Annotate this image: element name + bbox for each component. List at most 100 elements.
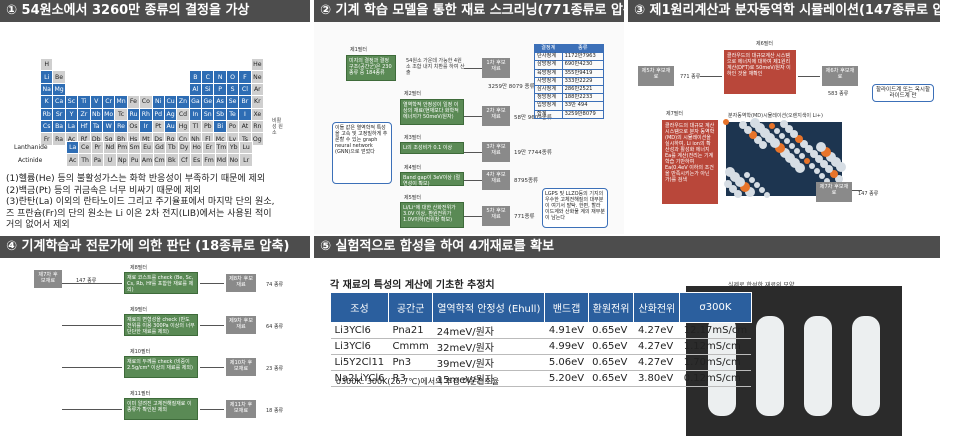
table-cell: 286만2521 (561, 85, 605, 95)
element-cell: H (39, 57, 54, 72)
atom (794, 148, 800, 154)
element-cell: S (225, 82, 240, 97)
gnn-note: 이들 값은 열역학적 특성을 고속 및 고정밀하게 추론할 수 있는 graph… (332, 122, 392, 184)
arrow (200, 283, 224, 284)
element-cell: Fm (202, 153, 216, 167)
element-cell: Fr (39, 132, 54, 146)
element-cell: Pa (90, 153, 105, 167)
element-cell: Ni (151, 95, 165, 109)
table-cell: 32meV/원자 (432, 338, 545, 355)
filter-7-box: 클라우드의 대규모 계산 시스템으로 분자 동역학(MD)의 시뮬레이션을 실시… (662, 120, 718, 204)
element-cell: Ca (52, 95, 66, 109)
table-cell: Pna21 (388, 322, 433, 339)
element-cell: Cr (101, 95, 116, 109)
atom (820, 160, 828, 168)
atom (729, 185, 737, 193)
table-cell: 합계 (534, 109, 563, 119)
filter-title: 제11필터 (130, 391, 151, 397)
arrow (700, 76, 722, 77)
header-panel-2: ② 기계 학습 모델을 통한 재료 스크리닝(771종류로 압축) (314, 0, 641, 22)
header-panel-5: ⑤ 실험적으로 합성을 하여 4개재료를 확보 (314, 236, 940, 258)
table-cell: 188만2233 (561, 93, 605, 103)
stage-2-box: 2차 후보재료 (482, 106, 510, 126)
atom (774, 128, 780, 134)
count-771: 771 종류 (680, 74, 701, 80)
element-cell: Sb (213, 107, 227, 121)
column-header: 조성 (329, 292, 390, 323)
arrow (464, 216, 482, 217)
stage-4-count: 8795종류 (514, 178, 539, 184)
atom (799, 153, 805, 159)
element-cell: Hf (77, 119, 91, 134)
filter-1-title: 제1필터 (350, 47, 367, 53)
stage-3-box: 3차 후보재료 (482, 142, 510, 162)
element-cell: Sn (201, 107, 215, 121)
table-cell: 1172만7963 (561, 52, 605, 62)
table-cell: 4.27eV (633, 354, 680, 371)
arrow (62, 283, 122, 284)
stage-count: 18 종류 (266, 408, 284, 414)
element-cell: Rn (250, 119, 265, 134)
element-cell: Np (115, 153, 129, 167)
table-cell: Li3YCl6 (330, 338, 389, 355)
element-cell: Rh (139, 107, 153, 121)
table-cell: 5.06eV (544, 354, 589, 371)
element-cell: Pt (151, 119, 165, 134)
table-cell: Pn3 (388, 354, 433, 371)
filter-2-box: 열역학적 안정성이 일정 이상의 재료(현재보다 화학적 에너지가 50meV/… (400, 99, 464, 125)
count-147: 147 종류 (76, 278, 97, 284)
lanthanide-label: Lanthanide (14, 144, 48, 151)
stage-5-count: 771종류 (514, 214, 535, 220)
stage-box: 제10차 후보재료 (226, 358, 256, 376)
table-cell: 15meV/원자 (432, 370, 545, 387)
li-ion (795, 135, 803, 143)
stage-5-box: 제5차 후보재료 (638, 66, 674, 86)
element-cell: Pr (90, 140, 105, 155)
atom (816, 142, 826, 152)
table-cell: 12.17mS/cm (679, 322, 752, 339)
element-cell: Ag (163, 107, 178, 121)
element-cell: La (65, 140, 80, 155)
atom (800, 140, 808, 148)
element-cell: Ru (126, 107, 141, 121)
table-cell: 종류 (561, 43, 605, 54)
element-cell: Bk (165, 153, 179, 167)
result-note: LGPS 및 LLZO등의 기지의 우수한 고체전해질의 대부분이 여기서 발탁… (542, 188, 608, 228)
arrow (798, 76, 820, 77)
element-cell: Na (39, 82, 54, 97)
element-cell: Xe (250, 107, 265, 121)
atom (790, 130, 798, 138)
arrow (200, 367, 224, 368)
element-cell: At (238, 119, 252, 134)
stage-count: 23 종류 (266, 366, 284, 372)
element-cell: Cm (152, 153, 167, 167)
element-cell: Th (78, 153, 92, 167)
element-cell: Ti (77, 95, 91, 109)
column-header: 밴드갭 (544, 292, 589, 323)
element-cell: Te (225, 107, 240, 121)
arrow (464, 180, 482, 181)
element-cell: Mn (114, 95, 128, 109)
element-cell: Og (250, 132, 265, 146)
li-ion (723, 119, 729, 125)
sample-tube (756, 316, 784, 416)
atom (815, 155, 823, 163)
table-cell: 1.70mS/cm (679, 354, 752, 371)
header-panel-1: ① 54원소에서 3260만 종류의 결정을 가상 (0, 0, 310, 22)
table-cell: 삼사정계 (534, 85, 563, 95)
element-cell: Ga (188, 95, 203, 109)
atom (814, 168, 820, 174)
atom (759, 187, 765, 193)
table-cell: 4.27eV (633, 322, 680, 339)
atom (750, 118, 760, 128)
filter-6-title: 제6필터 (756, 41, 773, 47)
atom (759, 141, 767, 149)
table-cell: 단사정계 (534, 52, 563, 62)
element-cell: Se (225, 95, 240, 109)
stage-1-count: 3259만 8079 종류 (488, 84, 535, 90)
li-ion (769, 123, 775, 129)
element-cell: Dy (177, 140, 191, 155)
element-cell: Kr (250, 95, 265, 109)
